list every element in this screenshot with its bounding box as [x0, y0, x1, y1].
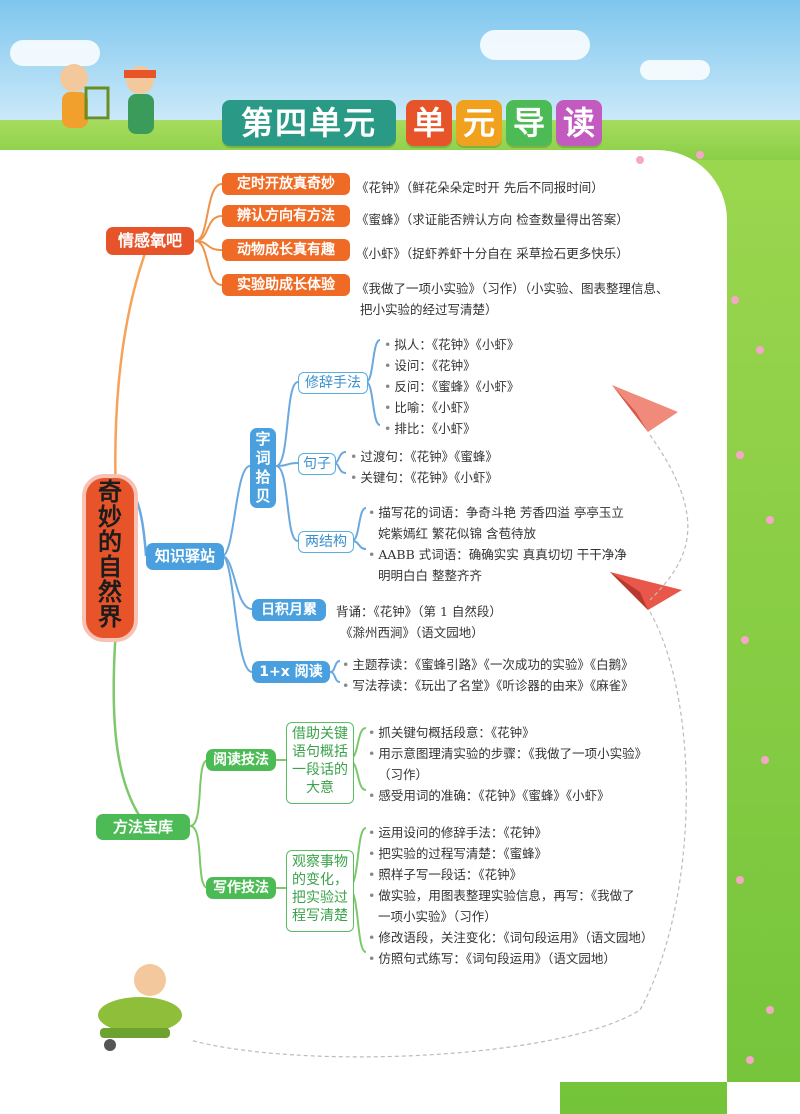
reading-label: 1+x 阅读 [252, 661, 330, 683]
unit-title: 第四单元 [222, 100, 396, 146]
cloud [640, 60, 710, 80]
writing-skill-item: 修改语段，关注变化：《词句段运用》（语文园地） [368, 927, 653, 946]
rhetoric-item: 比喻：《小虾》 [384, 397, 475, 416]
paper-plane-icon [612, 385, 678, 432]
writing-skill-item: 把实验的过程写清楚：《蜜蜂》 [368, 843, 547, 862]
writing-skill-item: 照样子写一段话：《花钟》 [368, 864, 522, 883]
guide-char: 元 [456, 100, 502, 146]
methods-label: 方法宝库 [96, 814, 190, 840]
emotion-text-cont: 把小实验的经过写清楚） [360, 302, 498, 317]
structure-item: AABB 式词语：确确实实 真真切切 干干净净 [368, 544, 626, 563]
children-illustration [60, 64, 156, 134]
center-title-char: 的 [98, 528, 122, 556]
emotion-tag: 辨认方向有方法 [222, 205, 350, 227]
center-title-char: 妙 [98, 503, 122, 531]
center-title-badge [82, 474, 138, 642]
emotion-text: 《花钟》（鲜花朵朵定时开 先后不同报时间） [356, 180, 604, 195]
writing-skill-item: 做实验，用图表整理实验信息，再写：《我做了 [368, 885, 634, 904]
reading-skill-box: 借助关键语句概括一段话的大意 [286, 722, 354, 804]
daily-label: 日积月累 [252, 599, 326, 621]
structure-item: 描写花的词语：争奇斗艳 芳香四溢 亭亭玉立 [368, 502, 623, 521]
paper-plane-icon [610, 572, 682, 610]
rhetoric-item: 反问：《蜜蜂》《小虾》 [384, 376, 519, 395]
emotion-tag: 定时开放真奇妙 [222, 173, 350, 195]
sentence-item: 过渡句：《花钟》《蜜蜂》 [350, 446, 498, 465]
reading-skill-item-cont: （习作） [378, 767, 429, 782]
emotion-label: 情感氧吧 [106, 227, 194, 255]
emotion-text: 《蜜蜂》（求证能否辨认方向 检查数量得出答案） [356, 212, 629, 227]
emotion-tag: 实验助成长体验 [222, 274, 350, 296]
reading-skill-item: 抓关键句概括段意：《花钟》 [368, 722, 534, 741]
structure-label: 两结构 [298, 531, 354, 553]
center-title-char: 然 [98, 578, 122, 606]
guide-char: 读 [556, 100, 602, 146]
rhetoric-label: 修辞手法 [298, 372, 368, 394]
guide-char: 导 [506, 100, 552, 146]
guide-char: 单 [406, 100, 452, 146]
center-title-char: 自 [98, 553, 122, 581]
emotion-text: 《我做了一项小实验》（习作）（小实验、图表整理信息、 [356, 281, 669, 296]
reading-skill-label: 阅读技法 [206, 749, 276, 771]
writing-skill-box: 观察事物的变化，把实验过程写清楚 [286, 850, 354, 932]
knowledge-label: 知识驿站 [146, 543, 224, 570]
emotion-text: 《小虾》（捉虾养虾十分自在 采草捡石更多快乐） [356, 246, 629, 261]
structure-item-cont: 明明白白 整整齐齐 [378, 568, 482, 583]
cloud [10, 40, 100, 66]
sentence-item: 关键句：《花钟》《小虾》 [350, 467, 498, 486]
word-label: 字词拾贝 [250, 428, 276, 508]
center-title: 奇 妙 的 自 然 界 [86, 480, 134, 630]
center-title-char: 界 [98, 603, 122, 631]
daily-item: 背诵：《花钟》（第 1 自然段） [336, 604, 502, 619]
reading-skill-item: 用示意图理清实验的步骤：《我做了一项小实验》 [368, 743, 647, 762]
center-title-char: 奇 [98, 478, 122, 506]
rhetoric-item: 拟人：《花钟》《小虾》 [384, 334, 519, 353]
sentence-label: 句子 [298, 453, 336, 475]
writing-skill-label: 写作技法 [206, 877, 276, 899]
daily-item: 《滁州西涧》（语文园地） [340, 625, 484, 640]
rhetoric-item: 设问：《花钟》 [384, 355, 475, 374]
reading-skill-item: 感受用词的准确：《花钟》《蜜蜂》《小虾》 [368, 785, 609, 804]
cloud [480, 30, 590, 60]
bottom-margin [727, 1082, 800, 1114]
structure-item-cont: 姹紫嫣红 繁花似锦 含苞待放 [378, 526, 536, 541]
writing-skill-item: 仿照句式练写：《词句段运用》（语文园地） [368, 948, 616, 967]
rhetoric-item: 排比：《小虾》 [384, 418, 475, 437]
flight-path [189, 434, 689, 1058]
writing-skill-item: 运用设问的修辞手法：《花钟》 [368, 822, 547, 841]
emotion-tag: 动物成长真有趣 [222, 239, 350, 261]
writing-skill-item-cont: 一项小实验》（习作） [378, 909, 497, 924]
airplane-illustration [98, 964, 182, 1051]
reading-item: 写法荐读：《玩出了名堂》《听诊器的由来》《麻雀》 [342, 675, 633, 694]
reading-item: 主题荐读：《蜜蜂引路》《一次成功的实验》《白鹅》 [342, 654, 633, 673]
